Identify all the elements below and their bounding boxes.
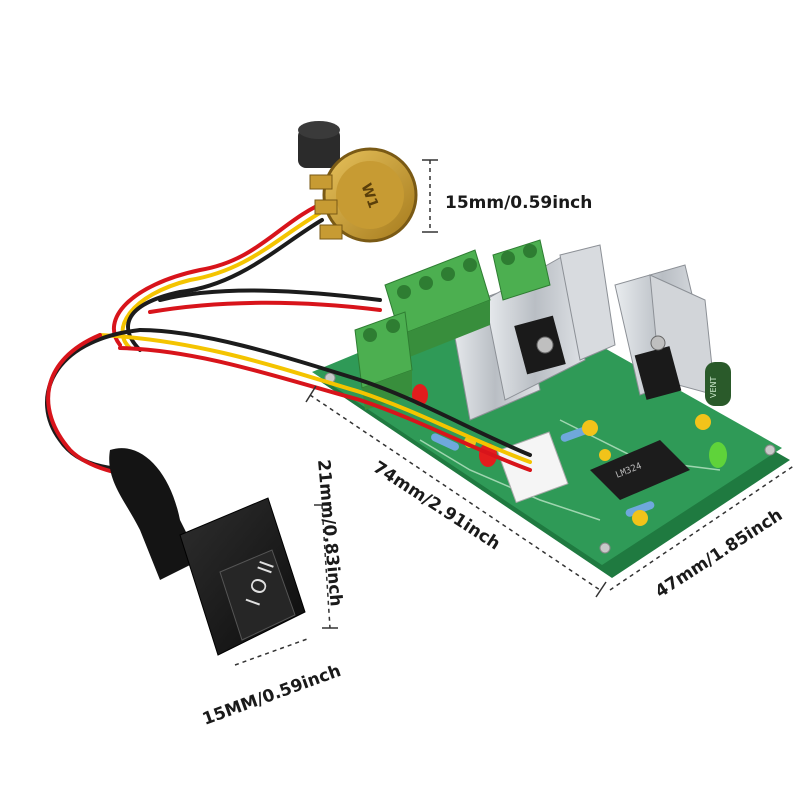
pcb-surface (312, 292, 782, 565)
dim-label-potentiometer: 15mm/0.59inch (445, 193, 592, 213)
electrolytic-capacitor (705, 362, 731, 406)
ic-chip (590, 440, 690, 500)
dimension-lines (234, 159, 796, 666)
potentiometer: W1 (298, 121, 418, 243)
pot-shaft (298, 128, 340, 168)
dim-label-switch-width: 15MM/0.59inch (200, 661, 344, 730)
switch-rocker (219, 549, 296, 641)
green-led (709, 442, 727, 468)
dim-label-switch-height: 21mm/0.83inch (313, 459, 346, 608)
heatsink-right (614, 264, 716, 400)
terminal-block-4pin (384, 249, 491, 360)
terminal-block-2pin-top (492, 239, 551, 301)
capacitor-brand: VENT (709, 376, 718, 398)
yellow-led (695, 414, 711, 430)
rocker-switch: I O II (109, 448, 306, 656)
